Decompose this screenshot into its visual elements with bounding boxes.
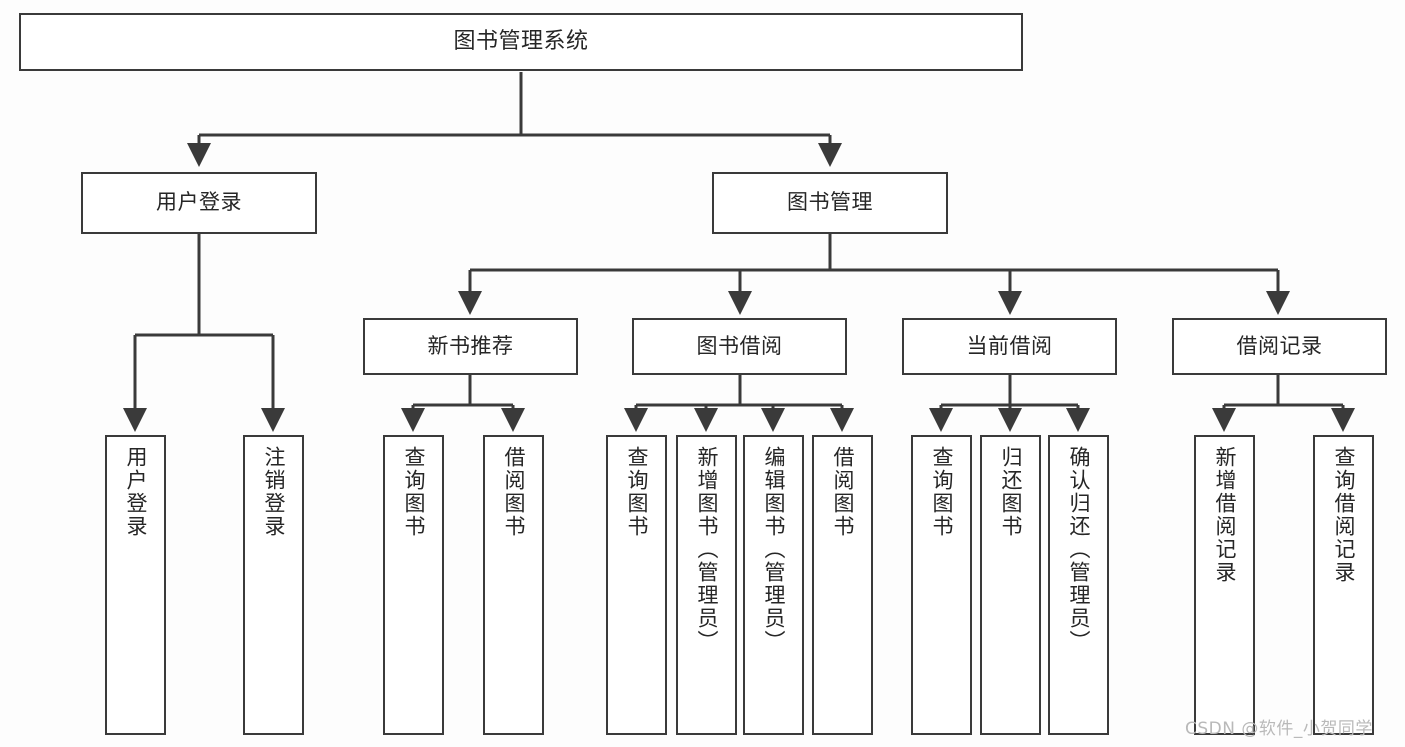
- node-book-manage-label: 图书管理: [787, 190, 873, 215]
- node-leaf-add-record[interactable]: 新增借阅记录: [1194, 435, 1255, 735]
- node-borrow-record[interactable]: 借阅记录: [1172, 318, 1387, 375]
- node-new-book-recommend-label: 新书推荐: [427, 333, 514, 358]
- node-leaf-return-book-label: 归还图书: [999, 446, 1023, 538]
- node-leaf-confirm-return-label: 确认归还（管理员）: [1067, 446, 1091, 653]
- node-leaf-edit-book[interactable]: 编辑图书（管理员）: [743, 435, 804, 735]
- node-leaf-borrow-book-2[interactable]: 借阅图书: [812, 435, 873, 735]
- node-leaf-query-record[interactable]: 查询借阅记录: [1313, 435, 1374, 735]
- node-current-borrow-label: 当前借阅: [966, 333, 1053, 358]
- node-leaf-query-book-1-label: 查询图书: [402, 446, 426, 538]
- node-leaf-query-book-1[interactable]: 查询图书: [383, 435, 444, 735]
- node-leaf-query-book-2-label: 查询图书: [625, 446, 649, 538]
- node-user-login[interactable]: 用户登录: [81, 172, 317, 234]
- node-leaf-edit-book-label: 编辑图书（管理员）: [762, 446, 786, 653]
- node-borrow-record-label: 借阅记录: [1236, 333, 1323, 358]
- node-leaf-borrow-book-1[interactable]: 借阅图书: [483, 435, 544, 735]
- node-leaf-add-record-label: 新增借阅记录: [1213, 446, 1237, 584]
- node-leaf-borrow-book-2-label: 借阅图书: [831, 446, 855, 538]
- node-leaf-query-book-2[interactable]: 查询图书: [606, 435, 667, 735]
- node-leaf-borrow-book-1-label: 借阅图书: [502, 446, 526, 538]
- node-book-manage[interactable]: 图书管理: [712, 172, 948, 234]
- node-leaf-return-book[interactable]: 归还图书: [980, 435, 1041, 735]
- node-leaf-add-book-label: 新增图书（管理员）: [695, 446, 719, 653]
- node-leaf-query-record-label: 查询借阅记录: [1332, 446, 1356, 584]
- node-leaf-user-login[interactable]: 用户登录: [105, 435, 166, 735]
- node-book-borrow[interactable]: 图书借阅: [632, 318, 847, 375]
- node-current-borrow[interactable]: 当前借阅: [902, 318, 1117, 375]
- node-book-borrow-label: 图书借阅: [696, 333, 783, 358]
- node-leaf-logout-login[interactable]: 注销登录: [243, 435, 304, 735]
- node-new-book-recommend[interactable]: 新书推荐: [363, 318, 578, 375]
- node-user-login-label: 用户登录: [156, 190, 242, 215]
- csdn-watermark: CSDN @软件_小贺同学: [1185, 719, 1373, 739]
- node-leaf-query-book-3[interactable]: 查询图书: [911, 435, 972, 735]
- node-leaf-add-book[interactable]: 新增图书（管理员）: [676, 435, 737, 735]
- node-root-label: 图书管理系统: [453, 28, 589, 54]
- node-root[interactable]: 图书管理系统: [19, 13, 1023, 71]
- node-leaf-confirm-return[interactable]: 确认归还（管理员）: [1048, 435, 1109, 735]
- node-leaf-query-book-3-label: 查询图书: [930, 446, 954, 538]
- node-leaf-user-login-label: 用户登录: [124, 446, 148, 538]
- node-leaf-logout-login-label: 注销登录: [262, 446, 286, 538]
